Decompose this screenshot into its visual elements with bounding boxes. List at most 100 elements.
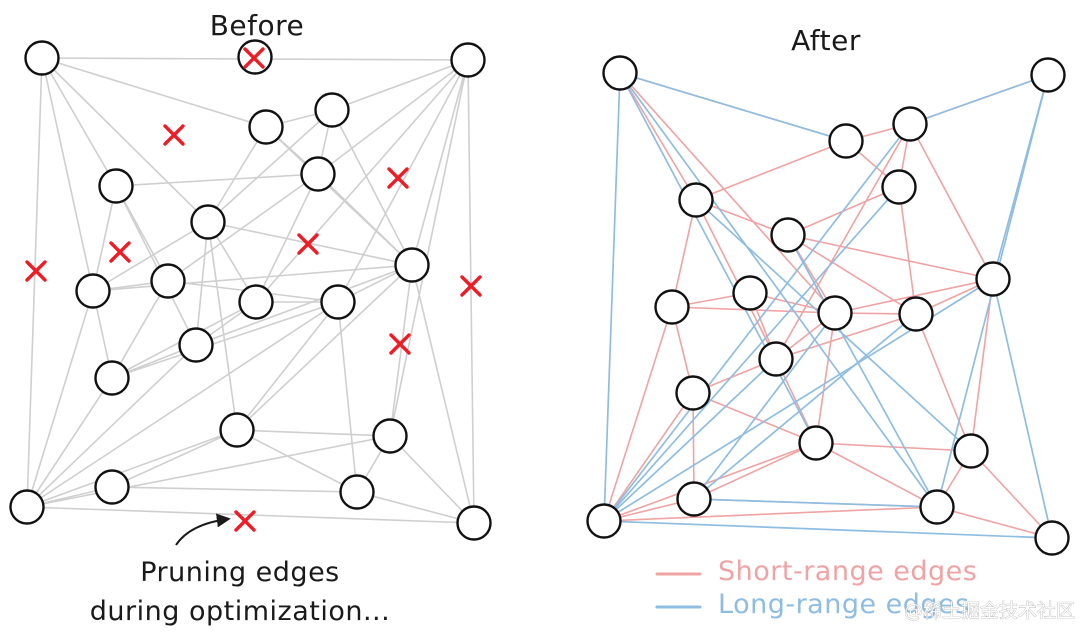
graph-node: [828, 123, 864, 159]
graph-edge: [111, 429, 238, 488]
graph-edge: [236, 429, 391, 437]
graph-edge: [207, 126, 267, 223]
graph-edge: [236, 264, 413, 431]
pruned-edge-marks: [25, 47, 482, 532]
graph-edge: [389, 59, 469, 437]
short-range-edge: [695, 140, 847, 201]
graph-edge: [26, 57, 43, 508]
graph-node: [953, 433, 989, 469]
before-title: Before: [210, 9, 305, 42]
caption-line-2: during optimization...: [90, 596, 390, 627]
graph-node: [248, 109, 284, 145]
graph-edge: [41, 57, 267, 128]
graph-edge: [115, 173, 319, 187]
red-x-icon: [25, 260, 47, 282]
graph-edge: [26, 377, 113, 508]
graph-node: [300, 156, 336, 192]
red-x-icon: [389, 333, 411, 355]
short-range-edge: [775, 123, 911, 360]
after-panel: After: [586, 24, 1070, 556]
long-range-edge: [603, 358, 777, 522]
long-range-edge: [909, 74, 1049, 125]
graph-edge: [111, 486, 358, 493]
graph-edge: [111, 280, 169, 379]
graph-node: [314, 92, 350, 128]
graph-node: [1030, 57, 1066, 93]
graph-node: [654, 289, 690, 325]
long-range-edge: [787, 234, 938, 508]
graph-node: [178, 327, 214, 363]
graph-edge: [26, 429, 238, 508]
graph-node: [372, 418, 408, 454]
short-range-edge: [603, 506, 938, 522]
short-range-edge: [693, 442, 817, 500]
long-range-edge: [603, 520, 1053, 539]
graph-node: [219, 412, 255, 448]
graph-node: [94, 469, 130, 505]
graph-edge: [41, 57, 117, 187]
graph-node: [456, 505, 492, 541]
graph-edge: [236, 301, 339, 431]
graph-node: [676, 481, 712, 517]
long-range-edge: [603, 72, 621, 522]
long-range-edge: [693, 498, 938, 508]
caption-line-1: Pruning edges: [140, 557, 340, 588]
graph-edge: [41, 57, 209, 223]
graph-node: [9, 489, 45, 525]
graph-edge: [167, 173, 319, 282]
graph-edge: [331, 59, 469, 111]
graph-edge: [356, 491, 475, 524]
graph-edge: [26, 344, 197, 508]
graph-edge: [411, 59, 469, 266]
graph-node: [675, 375, 711, 411]
graph-node: [770, 217, 806, 253]
short-range-edge: [619, 72, 836, 314]
short-range-edge: [909, 123, 994, 280]
graph-node: [24, 40, 60, 76]
graph-edge: [236, 429, 358, 493]
graph-edge: [26, 435, 391, 508]
long-range-edge: [619, 72, 847, 142]
graph-edge: [41, 57, 94, 292]
after-nodes: [586, 55, 1070, 556]
graph-edge: [411, 264, 475, 524]
graph-node: [881, 169, 917, 205]
long-range-edge: [619, 72, 938, 508]
short-range-edge: [936, 506, 1053, 539]
graph-edge: [195, 264, 413, 346]
graph-node: [339, 474, 375, 510]
red-x-icon: [109, 241, 131, 263]
graph-node: [586, 503, 622, 539]
graph-edge: [331, 109, 413, 266]
graph-edge: [207, 109, 333, 223]
curved-arrow-icon: [175, 513, 231, 546]
short-range-edge: [898, 186, 917, 315]
graph-node: [732, 275, 768, 311]
graph-edge: [389, 435, 475, 524]
graph-edge: [337, 301, 358, 493]
short-range-edge: [915, 313, 972, 452]
graph-node: [450, 42, 486, 78]
graph-node: [94, 360, 130, 396]
graph-edge: [92, 185, 117, 292]
graph-node: [975, 261, 1011, 297]
short-range-edge: [603, 392, 694, 522]
graph-edge: [389, 264, 413, 437]
graph-edge: [195, 221, 209, 346]
red-x-icon: [163, 124, 185, 146]
graph-node: [817, 295, 853, 331]
short-range-edge: [970, 450, 1053, 539]
graph-node: [798, 425, 834, 461]
before-panel: Before Pruning edges during optimization…: [9, 9, 492, 627]
graph-node: [98, 168, 134, 204]
short-range-edge: [834, 278, 994, 314]
red-x-icon: [243, 47, 265, 69]
short-range-edge: [603, 306, 673, 522]
graph-edge: [26, 301, 339, 508]
graph-node: [758, 341, 794, 377]
short-range-edge: [815, 312, 836, 444]
graph-edge: [467, 59, 475, 524]
graph-node: [150, 263, 186, 299]
